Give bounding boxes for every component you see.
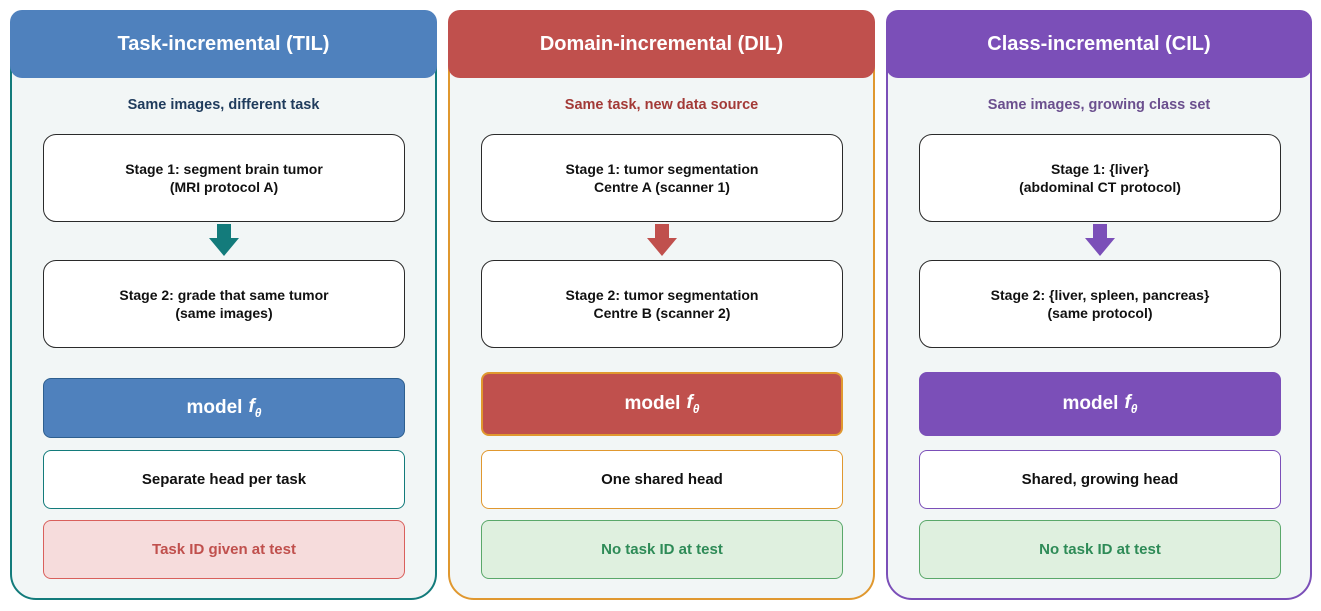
stage-2-line-1: Stage 2: tumor segmentation: [565, 287, 759, 303]
stage-2-box: Stage 2: {liver, spleen, pancreas} (same…: [919, 260, 1281, 348]
model-box: model fθ: [481, 372, 843, 436]
panel-title: Class-incremental (CIL): [886, 10, 1312, 78]
model-box: model fθ: [919, 372, 1281, 436]
stage-2-box: Stage 2: grade that same tumor (same ima…: [43, 260, 405, 348]
panel-subtitle: Same images, different task: [127, 97, 320, 113]
model-label: model: [1062, 393, 1119, 414]
model-symbol: fθ: [248, 396, 262, 420]
down-arrow-icon: [1085, 224, 1115, 256]
task-id-box: No task ID at test: [919, 520, 1281, 579]
panel-title: Task-incremental (TIL): [10, 10, 437, 78]
panel-subtitle: Same images, growing class set: [987, 97, 1211, 113]
stage-2-line-1: Stage 2: {liver, spleen, pancreas}: [990, 287, 1210, 303]
stage-1-line-1: Stage 1: segment brain tumor: [125, 161, 323, 177]
panel-title: Domain-incremental (DIL): [448, 10, 875, 78]
task-id-box: No task ID at test: [481, 520, 843, 579]
stage-1-box: Stage 1: {liver} (abdominal CT protocol): [919, 134, 1281, 222]
stage-1-line-2: (MRI protocol A): [169, 179, 279, 195]
model-symbol: fθ: [686, 392, 700, 416]
task-id-box: Task ID given at test: [43, 520, 405, 579]
model-label: model: [186, 397, 243, 418]
stage-2-line-1: Stage 2: grade that same tumor: [119, 287, 329, 303]
down-arrow-icon: [209, 224, 239, 256]
stage-2-line-2: (same protocol): [1047, 305, 1153, 321]
stage-1-line-1: Stage 1: tumor segmentation: [565, 161, 759, 177]
head-box: One shared head: [481, 450, 843, 509]
panel-til: Task-incremental (TIL) Same images, diff…: [10, 10, 437, 600]
model-symbol: fθ: [1124, 392, 1138, 416]
panel-dil: Domain-incremental (DIL) Same task, new …: [448, 10, 875, 600]
panel-cil: Class-incremental (CIL) Same images, gro…: [886, 10, 1312, 600]
head-box: Separate head per task: [43, 450, 405, 509]
stage-2-line-2: (same images): [175, 305, 273, 321]
stage-2-box: Stage 2: tumor segmentation Centre B (sc…: [481, 260, 843, 348]
stage-1-line-2: (abdominal CT protocol): [1019, 179, 1181, 195]
model-label: model: [624, 393, 681, 414]
stage-1-box: Stage 1: segment brain tumor (MRI protoc…: [43, 134, 405, 222]
model-box: model fθ: [43, 378, 405, 438]
stage-2-line-2: Centre B (scanner 2): [593, 305, 731, 321]
stage-1-line-1: Stage 1: {liver}: [1050, 161, 1150, 177]
down-arrow-icon: [647, 224, 677, 256]
stage-1-box: Stage 1: tumor segmentation Centre A (sc…: [481, 134, 843, 222]
head-box: Shared, growing head: [919, 450, 1281, 509]
panel-subtitle: Same task, new data source: [564, 97, 759, 113]
stage-1-line-2: Centre A (scanner 1): [594, 179, 730, 195]
